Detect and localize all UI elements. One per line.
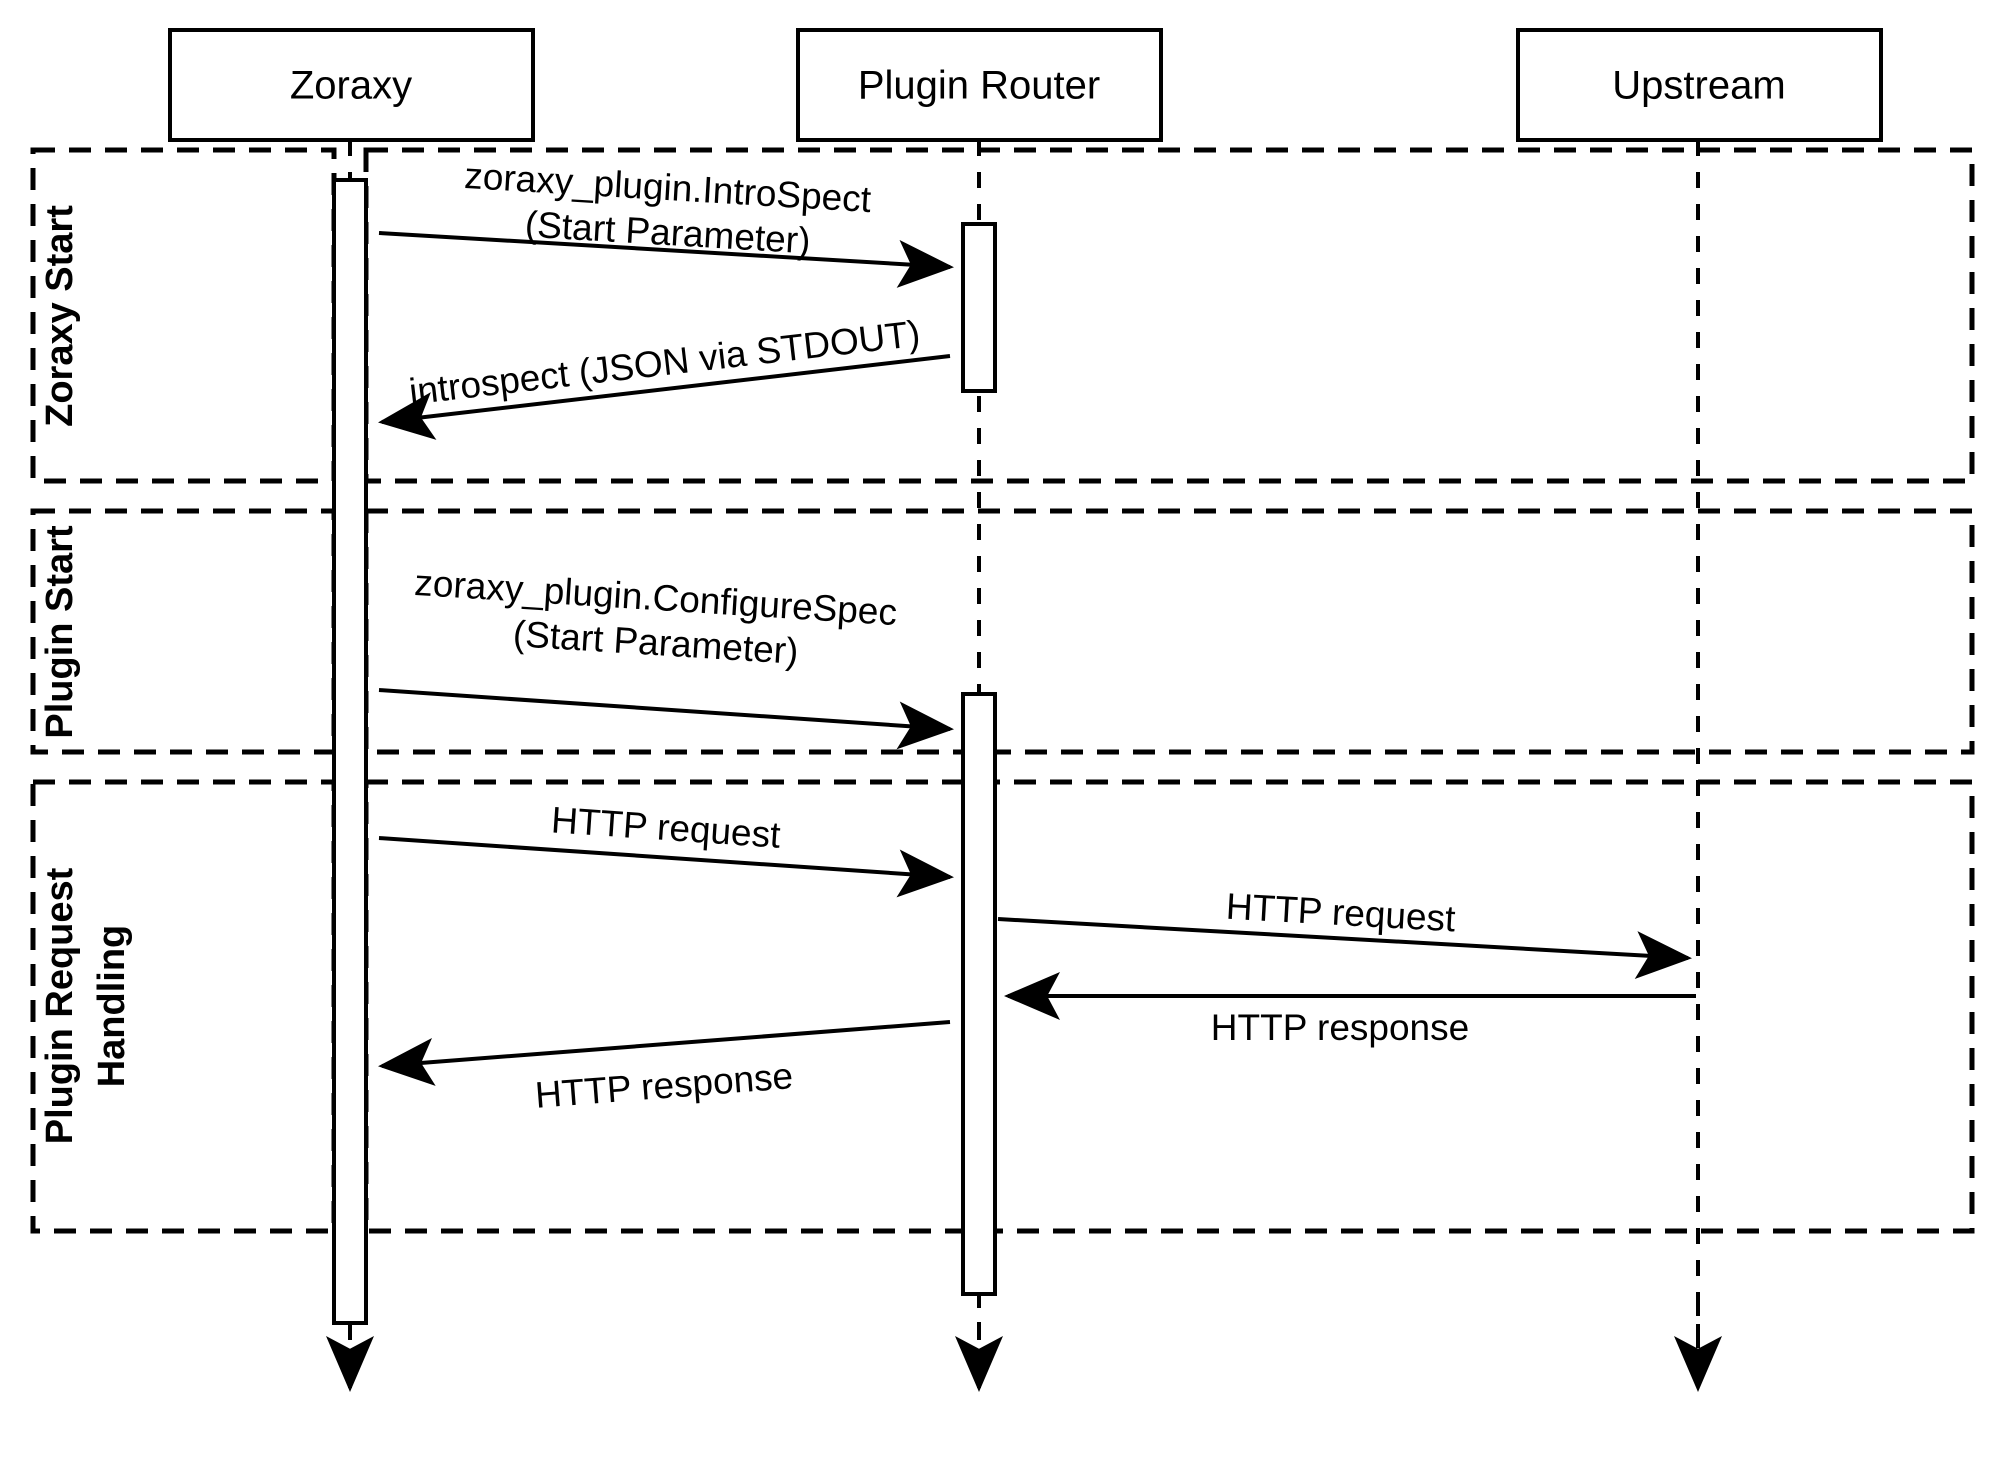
participant-box-zoraxy[interactable] <box>168 28 535 142</box>
fragment-label-box-plugin-start <box>30 508 337 755</box>
lifeline-terminators <box>326 1290 1722 1392</box>
message-arrow-http-response-plugin <box>378 1020 951 1086</box>
message-label-introspect-response: introspect (JSON via STDOUT) <box>407 313 922 413</box>
message-arrow-zoraxy-introspect <box>378 231 954 288</box>
fragment-label-box-zoraxy-start <box>30 147 337 484</box>
fragment-label-plugin-request-handling-line2: Handling <box>91 925 133 1088</box>
message-label-http-response-upstream: HTTP response <box>1211 1007 1469 1048</box>
message-zoraxy-introspect[interactable]: zoraxy_plugin.IntroSpect (Start Paramete… <box>378 155 954 288</box>
participant-box-upstream[interactable] <box>1516 28 1883 142</box>
message-configure-spec[interactable]: zoraxy_plugin.ConfigureSpec (Start Param… <box>378 562 954 750</box>
message-arrow-http-request-plugin <box>378 836 954 898</box>
message-arrow-http-request-upstream <box>997 917 1692 980</box>
participant-label-upstream: Upstream <box>1612 64 1785 108</box>
message-http-request-upstream[interactable]: HTTP request <box>997 886 1692 980</box>
activation-bar-plugin-router-introspect <box>961 222 997 393</box>
activation-bar-zoraxy <box>332 178 368 1325</box>
message-http-request-plugin[interactable]: HTTP request <box>378 799 954 898</box>
fragment-frames <box>30 147 1975 1234</box>
message-label-http-request-plugin: HTTP request <box>550 799 783 856</box>
activation-bar-plugin-router-serving <box>961 692 997 1296</box>
message-http-response-upstream[interactable]: HTTP response <box>1004 972 1696 1048</box>
participant-label-plugin-router: Plugin Router <box>858 64 1100 108</box>
message-http-response-plugin[interactable]: HTTP response <box>378 1020 951 1116</box>
fragment-body-box-plugin-request-handling <box>363 779 1975 1234</box>
message-label-zoraxy-introspect-line1: zoraxy_plugin.IntroSpect <box>463 155 873 220</box>
message-label-http-response-plugin: HTTP response <box>534 1055 795 1116</box>
message-arrow-introspect-response <box>378 354 951 440</box>
participant-label-zoraxy: Zoraxy <box>290 64 412 108</box>
participant-box-plugin-router[interactable] <box>796 28 1163 142</box>
fragment-label-plugin-start: Plugin Start <box>39 525 81 739</box>
lifelines <box>348 140 1700 1385</box>
fragment-label-plugin-request-handling-line1: Plugin Request <box>39 867 81 1144</box>
fragment-labels: Zoraxy Start Plugin Start Plugin Request… <box>39 205 133 1145</box>
fragment-label-plugin-request-handling: Plugin Request Handling <box>39 867 133 1144</box>
message-introspect-response[interactable]: introspect (JSON via STDOUT) <box>378 313 951 440</box>
fragment-label-zoraxy-start: Zoraxy Start <box>39 205 81 427</box>
message-label-http-request-upstream: HTTP request <box>1225 886 1457 940</box>
message-arrow-configure-spec <box>378 688 954 750</box>
participant-headers: Zoraxy Plugin Router Upstream <box>168 28 1883 142</box>
activation-bars <box>332 178 997 1325</box>
